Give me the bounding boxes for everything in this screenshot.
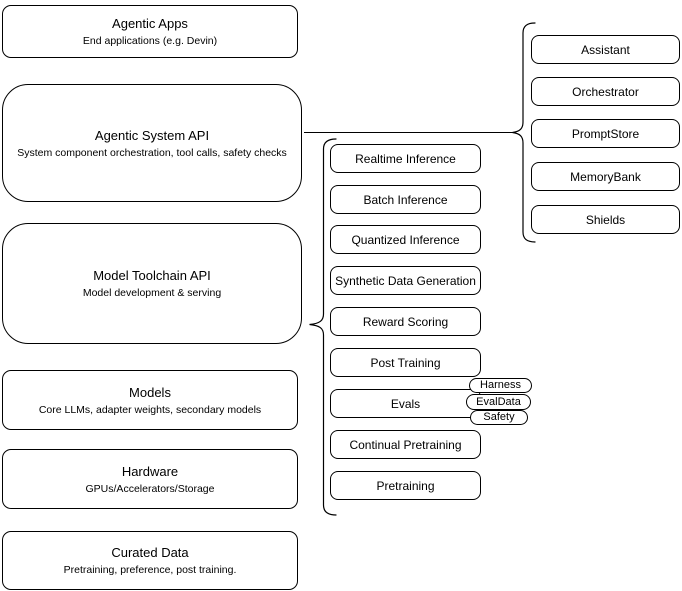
node-label: Shields [585,212,626,227]
node-batch-inference: Batch Inference [330,185,481,214]
node-promptstore: PromptStore [531,119,680,148]
node-synthetic-data-generation: Synthetic Data Generation [330,266,481,295]
node-subtitle: Pretraining, preference, post training. [63,564,237,576]
node-label: Orchestrator [572,84,639,99]
node-label: Pretraining [376,478,435,493]
node-reward-scoring: Reward Scoring [330,307,481,336]
node-label: MemoryBank [570,169,641,184]
node-title: Hardware [121,463,179,479]
node-label: Batch Inference [363,192,448,207]
node-quantized-inference: Quantized Inference [330,225,481,254]
node-agentic-system-api: Agentic System API System component orch… [2,84,302,202]
node-label: PromptStore [571,126,640,141]
node-title: Curated Data [111,545,189,560]
node-label: Synthetic Data Generation [335,273,476,288]
tag-evaldata: EvalData [466,394,531,410]
node-subtitle: Core LLMs, adapter weights, secondary mo… [38,403,262,416]
node-post-training: Post Training [330,348,481,377]
node-pretraining: Pretraining [330,471,481,500]
tag-label: Harness [480,379,521,391]
node-title: Model Toolchain API [93,268,211,283]
node-subtitle: GPUs/Accelerators/Storage [85,482,215,495]
node-shields: Shields [531,205,680,234]
node-label: Assistant [581,42,630,57]
node-evals: Evals [330,389,481,418]
node-label: Evals [390,396,421,411]
node-assistant: Assistant [531,35,680,64]
node-agentic-apps: Agentic Apps End applications (e.g. Devi… [2,5,298,58]
node-continual-pretraining: Continual Pretraining [330,430,481,459]
node-title: Agentic System API [94,127,210,143]
node-subtitle: End applications (e.g. Devin) [82,35,218,47]
tag-harness: Harness [469,378,532,393]
node-label: Realtime Inference [355,151,456,166]
node-label: Continual Pretraining [349,437,462,452]
node-models: Models Core LLMs, adapter weights, secon… [2,370,298,430]
node-curated-data: Curated Data Pretraining, preference, po… [2,531,298,590]
node-title: Models [129,384,171,400]
tag-label: Safety [483,411,515,423]
tag-safety: Safety [470,410,528,425]
node-subtitle: System component orchestration, tool cal… [17,146,287,159]
node-model-toolchain-api: Model Toolchain API Model development & … [2,223,302,344]
node-hardware: Hardware GPUs/Accelerators/Storage [2,449,298,509]
node-label: Quantized Inference [351,232,460,247]
node-label: Post Training [370,355,441,370]
node-memorybank: MemoryBank [531,162,680,191]
node-subtitle: Model development & serving [82,287,222,299]
tag-label: EvalData [476,395,521,408]
node-title: Agentic Apps [112,16,188,31]
node-label: Reward Scoring [362,314,449,329]
node-realtime-inference: Realtime Inference [330,144,481,173]
node-orchestrator: Orchestrator [531,77,680,106]
